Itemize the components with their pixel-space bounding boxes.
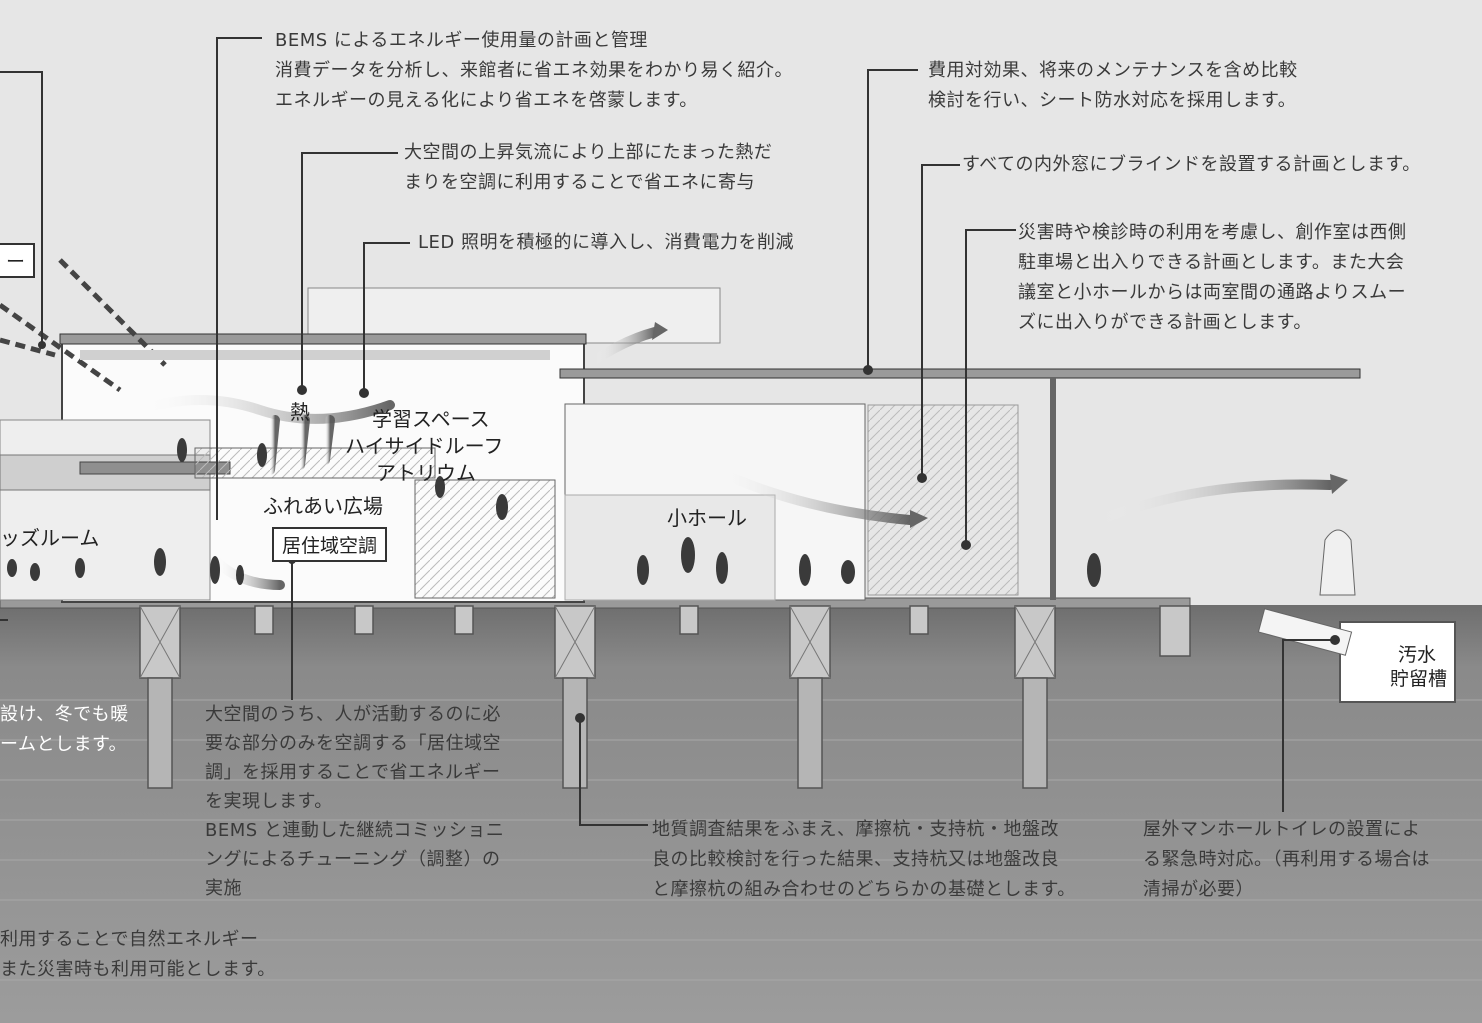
label-study-space: 学習スペース bbox=[372, 407, 490, 431]
note-toilet: 屋外マンホールトイレの設置によ る緊急時対応。（再利用する場合は 清掃が必要） bbox=[1143, 815, 1430, 905]
arrow-heads bbox=[652, 322, 1348, 528]
label-tank-line1: 汚水 bbox=[1398, 644, 1437, 666]
label-zone-ac-box: 居住域空調 bbox=[272, 527, 388, 562]
label-small-hall: 小ホール bbox=[667, 506, 747, 530]
note-line: エネルギーの見える化により省エネを啓蒙します。 bbox=[275, 90, 698, 111]
sewage-tank-body bbox=[1339, 621, 1456, 703]
note-disaster-access: 災害時や検診時の利用を考慮し、創作室は西側 駐車場と出入りできる計画とします。ま… bbox=[1018, 218, 1407, 338]
solar-arrows bbox=[0, 258, 167, 393]
note-line: 要な部分のみを空調する「居住域空 bbox=[205, 733, 501, 754]
people-silhouettes bbox=[7, 438, 1101, 587]
note-heat-pool: 大空間の上昇気流により上部にたまった熱だ まりを空調に利用することで省エネに寄与 bbox=[404, 138, 772, 198]
leader-dots bbox=[38, 341, 1340, 723]
note-line: 大空間の上昇気流により上部にたまった熱だ bbox=[404, 142, 773, 163]
label-heat: 熱 bbox=[290, 400, 310, 424]
note-line: また災害時も利用可能とします。 bbox=[0, 959, 276, 980]
note-left-mid: 設け、冬でも暖 ームとします。 bbox=[0, 700, 129, 760]
note-line: 検討を行い、シート防水対応を採用します。 bbox=[928, 90, 1297, 111]
atrium-roof bbox=[59, 333, 587, 345]
label-plaza: ふれあい広場 bbox=[263, 494, 383, 518]
note-line: LED 照明を積極的に導入し、消費電力を削減 bbox=[418, 232, 794, 253]
note-left-bottom: 利用することで自然エネルギー また災害時も利用可能とします。 bbox=[0, 925, 276, 985]
note-line: 良の比較検討を行った結果、支持杭又は地盤改良 bbox=[652, 849, 1059, 870]
note-line: る緊急時対応。（再利用する場合は bbox=[1143, 849, 1430, 870]
note-foundation: 地質調査結果をふまえ、摩擦杭・支持杭・地盤改 良の比較検討を行った結果、支持杭又… bbox=[652, 815, 1076, 905]
note-line: ズに出入りができる計画とします。 bbox=[1018, 312, 1312, 333]
note-line: BEMS によるエネルギー使用量の計画と管理 bbox=[275, 30, 648, 51]
note-line: 清掃が必要） bbox=[1143, 879, 1254, 900]
note-line: 屋外マンホールトイレの設置によ bbox=[1143, 819, 1421, 840]
toilet-pipe bbox=[1257, 608, 1353, 656]
note-line: 大空間のうち、人が活動するのに必 bbox=[205, 704, 501, 725]
note-line: 地質調査結果をふまえ、摩擦杭・支持杭・地盤改 bbox=[652, 819, 1059, 840]
label-atrium: アトリウム bbox=[376, 461, 476, 485]
leader-lines bbox=[0, 37, 1335, 826]
ground-strata bbox=[0, 699, 1482, 981]
ground-band bbox=[0, 605, 1482, 1023]
note-blinds: すべての内外窓にブラインドを設置する計画とします。 bbox=[962, 150, 1421, 180]
stair bbox=[414, 479, 556, 599]
note-zone-ac: 大空間のうち、人が活動するのに必 要な部分のみを空調する「居住域空 調」を採用す… bbox=[205, 700, 504, 903]
note-led: LED 照明を積極的に導入し、消費電力を削減 bbox=[418, 228, 794, 258]
piles bbox=[147, 677, 1048, 789]
note-line: と摩擦杭の組み合わせのどちらかの基礎とします。 bbox=[652, 879, 1076, 900]
note-line: 災害時や検診時の利用を考慮し、創作室は西側 bbox=[1018, 222, 1407, 243]
label-kids-room: ッズルーム bbox=[0, 526, 100, 550]
note-line: ームとします。 bbox=[0, 734, 128, 755]
canopy-roof bbox=[559, 368, 1361, 379]
note-line: を実現します。 bbox=[205, 791, 333, 812]
note-line: ングによるチューニング（調整）の bbox=[205, 849, 501, 870]
note-line: 駐車場と出入りできる計画とします。また大会 bbox=[1018, 252, 1405, 273]
upper-window-band bbox=[80, 350, 550, 360]
manhole-toilet bbox=[1319, 529, 1356, 596]
note-line: まりを空調に利用することで省エネに寄与 bbox=[404, 172, 755, 193]
note-line: 費用対効果、将来のメンテナンスを含め比較 bbox=[928, 60, 1298, 81]
airflow-arrows bbox=[135, 327, 1335, 590]
note-line: 設け、冬でも暖 bbox=[0, 704, 129, 725]
note-line: 調」を採用することで省エネルギー bbox=[205, 762, 501, 783]
louver-screen bbox=[867, 404, 1019, 596]
note-line: BEMS と連動した継続コミッショニ bbox=[205, 820, 505, 841]
note-bems: BEMS によるエネルギー使用量の計画と管理 消費データを分析し、来館者に省エネ… bbox=[275, 26, 793, 116]
note-line: すべての内外窓にブラインドを設置する計画とします。 bbox=[962, 154, 1421, 175]
label-tank-line2: 貯留槽 bbox=[1390, 668, 1448, 690]
note-line: 実施 bbox=[205, 878, 242, 899]
study-rail bbox=[194, 447, 436, 479]
beam-crosses bbox=[139, 605, 1056, 679]
note-line: 利用することで自然エネルギー bbox=[0, 929, 259, 950]
note-line: 議室と小ホールからは両室間の通路よりスムー bbox=[1018, 282, 1407, 303]
note-roof-cost: 費用対効果、将来のメンテナンスを含め比較 検討を行い、シート防水対応を採用します… bbox=[928, 56, 1298, 116]
label-left-box: ー bbox=[0, 243, 36, 278]
small-hall-stage-wall bbox=[564, 494, 776, 601]
note-line: 消費データを分析し、来館者に省エネ効果をわかり易く紹介。 bbox=[275, 60, 793, 81]
label-high-side-roof: ハイサイドルーフ bbox=[345, 434, 504, 458]
